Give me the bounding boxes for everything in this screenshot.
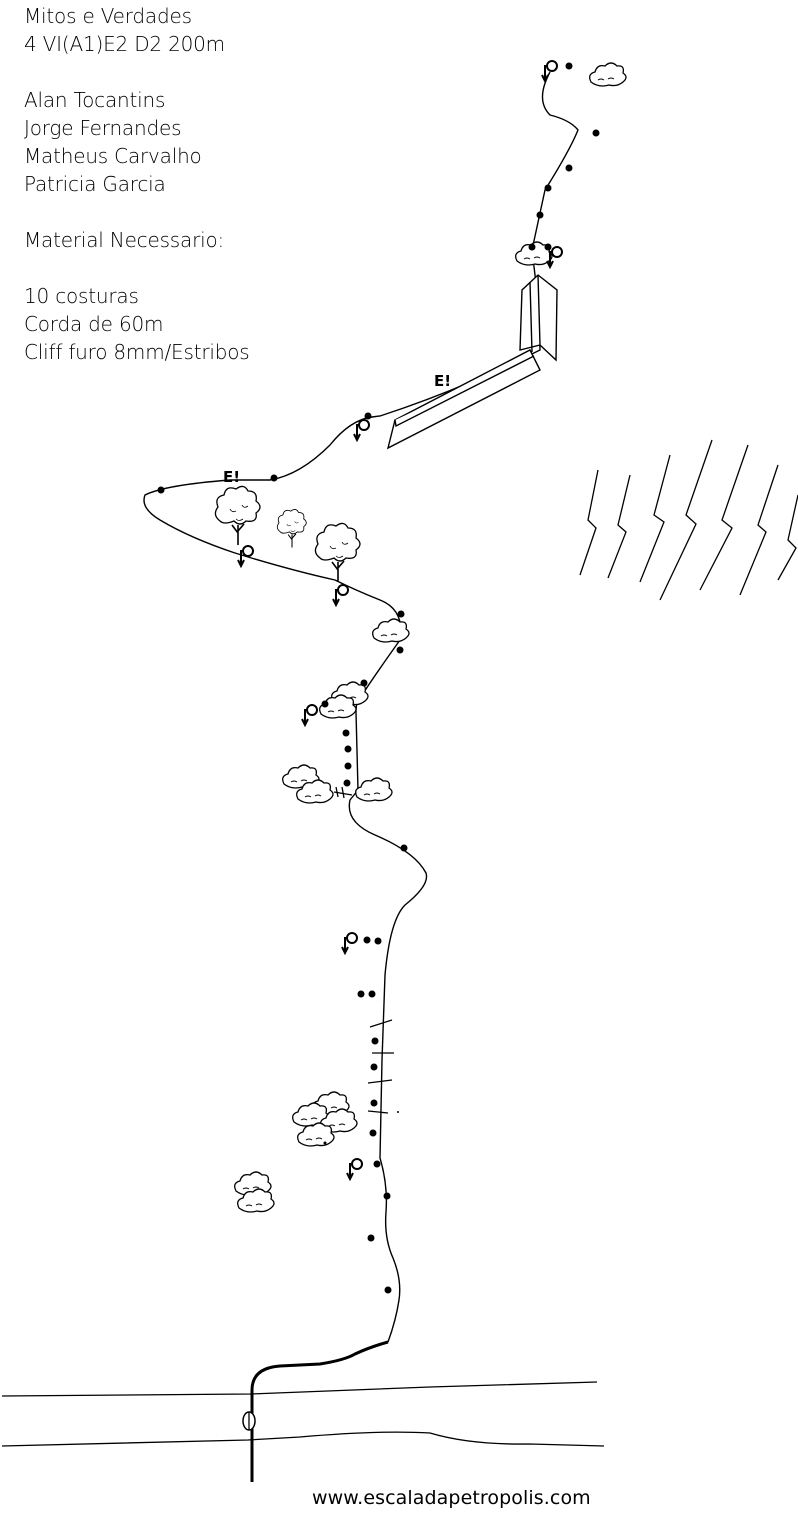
lightning-icon	[579, 439, 798, 601]
ladder-mark-icon	[333, 786, 394, 1114]
author-3: Matheus Carvalho	[24, 144, 202, 168]
ground-lines	[1, 1381, 605, 1447]
material-heading: Material Necessario:	[24, 228, 225, 252]
author-1: Alan Tocantins	[24, 88, 166, 112]
exposure-label-lower: E!	[223, 468, 240, 486]
material-item-2: Corda de 60m	[24, 312, 164, 336]
approach-trail	[242, 1340, 389, 1482]
bush-icon	[234, 62, 627, 1213]
author-2: Jorge Fernandes	[24, 116, 182, 140]
route-name: Mitos e Verdades	[24, 4, 192, 28]
material-item-3: Cliff furo 8mm/Estribos	[24, 340, 250, 364]
bolt-icon	[157, 62, 600, 1294]
ramp-icon	[386, 274, 558, 450]
exposure-label-upper: E!	[434, 372, 451, 390]
material-item-1: 10 costuras	[24, 284, 139, 308]
website-link[interactable]: www.escaladapetropolis.com	[312, 1487, 591, 1509]
route-info-panel: Mitos e Verdades 4 VI(A1)E2 D2 200m Alan…	[24, 2, 250, 366]
route-line	[143, 71, 579, 1343]
author-4: Patricia Garcia	[24, 172, 166, 196]
route-grade: 4 VI(A1)E2 D2 200m	[24, 32, 225, 56]
